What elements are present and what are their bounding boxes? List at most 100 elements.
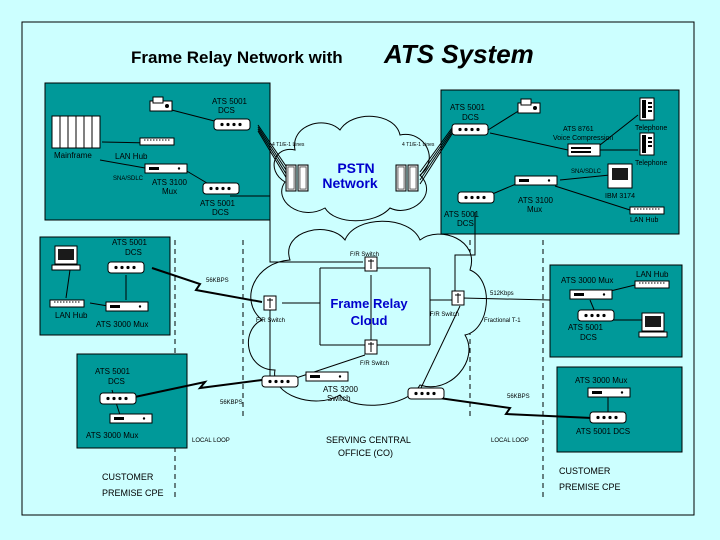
mainframe-icon (51, 115, 101, 149)
mainframe-label: Mainframe (54, 151, 92, 160)
right-dcs-top-label-2: DCS (462, 113, 479, 122)
cpe-left-label-2: PREMISE CPE (102, 488, 164, 498)
left-mid-hub-label: LAN Hub (55, 311, 88, 320)
dcs-top-left-icon (213, 118, 251, 131)
right-low-speed-label: 56KBPS (507, 394, 530, 400)
cpe-right-label-1: CUSTOMER (559, 466, 611, 476)
telephone-1-icon (639, 97, 655, 121)
left-dcs-bottom-label-1: ATS 5001 (200, 199, 236, 208)
fr-switch-bottom-label: F/R Switch (360, 361, 389, 367)
right-mid-mux-label: ATS 3000 Mux (561, 276, 613, 285)
telephone-2-icon (639, 132, 655, 156)
frame-relay-cloud (247, 220, 487, 406)
pstn-label-1: PSTN (337, 160, 374, 176)
right-dcs-bottom-label-1: ATS 5001 (444, 210, 480, 219)
left-dcs-bottom-label-2: DCS (212, 208, 229, 217)
left-low-dcs-label-1: ATS 5001 (95, 367, 131, 376)
local-loop-left-label: LOCAL LOOP (192, 438, 230, 444)
right-mid-speed-label: 512Kbps (490, 291, 514, 297)
fr-switch-left-label: F/R Switch (256, 318, 285, 324)
right-mux-label-1: ATS 3100 (518, 196, 554, 205)
left-mux-label-2: Mux (162, 187, 177, 196)
mux-right-low-icon (587, 387, 631, 398)
lan-hub-left-icon (139, 137, 175, 146)
telephone-1-label: Telephone (635, 125, 667, 132)
fr-switch-top-icon (364, 256, 378, 272)
left-mid-dcs-label-1: ATS 5001 (112, 238, 148, 247)
e1-right-label: 4 T1/E-1 Lines (402, 142, 435, 148)
switch-3200-label-2: Switch (327, 394, 351, 403)
dcs-top-right-icon (451, 123, 489, 136)
dcs-left-mid-icon (107, 261, 145, 274)
voice-label-2: Voice Compression (553, 135, 613, 142)
left-low-speed-label: 56KBPS (220, 400, 243, 406)
ibm-label: IBM 3174 (605, 193, 635, 200)
right-mid-dcs-label-1: ATS 5001 (568, 323, 604, 332)
local-loop-right-label: LOCAL LOOP (491, 438, 529, 444)
cpe-left-label-1: CUSTOMER (102, 472, 154, 482)
ats-3200-switch-icon (305, 371, 349, 382)
dcs-right-low-icon (589, 411, 627, 424)
frame-relay-label-1: Frame Relay (330, 296, 408, 311)
left-mid-speed-label: 56KBPS (206, 278, 229, 284)
fr-switch-top-label: F/R Switch (350, 252, 379, 258)
mux-3100-left-icon (144, 163, 188, 174)
left-lan-hub-label: LAN Hub (115, 152, 148, 161)
left-mid-mux-label: ATS 3000 Mux (96, 320, 148, 329)
right-low-mux-label: ATS 3000 Mux (575, 376, 627, 385)
switch-3200-label-1: ATS 3200 (323, 385, 359, 394)
mux-right-mid-icon (569, 289, 613, 300)
fr-switch-left-icon (263, 295, 277, 311)
mux-3100-right-icon (514, 175, 558, 186)
voice-compression-icon (567, 143, 601, 157)
right-mid-hub-label: LAN Hub (636, 270, 669, 279)
right-lan-hub-label: LAN Hub (630, 217, 659, 224)
fractional-t1-label: Fractional T-1 (484, 318, 521, 324)
dcs-right-mid-icon (577, 309, 615, 322)
right-sna-label: SNA/SDLC (571, 169, 602, 175)
right-mux-label-2: Mux (527, 205, 542, 214)
mux-left-mid-icon (105, 301, 149, 312)
right-dcs-bottom-label-2: DCS (457, 219, 474, 228)
wan-lightning-links (129, 267, 593, 419)
pstn-label-2: Network (322, 175, 377, 191)
ibm-3174-icon (607, 163, 633, 189)
dcs-bottom-right-icon (457, 191, 495, 204)
left-low-mux-label: ATS 3000 Mux (86, 431, 138, 440)
right-dcs-top-label-1: ATS 5001 (450, 103, 486, 112)
fr-switch-right-label: F/R Switch (430, 312, 459, 318)
lan-hub-right-mid-icon (634, 280, 670, 289)
fr-switch-bottom-icon (364, 339, 378, 355)
left-mux-label-1: ATS 3100 (152, 178, 188, 187)
right-low-site (556, 366, 683, 453)
dcs-cloud-left-icon (261, 375, 299, 388)
pc-left-icon (51, 245, 81, 271)
frame-relay-label-2: Cloud (351, 313, 388, 328)
right-mid-dcs-label-2: DCS (580, 333, 597, 342)
left-dcs-top-label-2: DCS (218, 106, 235, 115)
lan-hub-left-mid-icon (49, 299, 85, 308)
left-sna-label: SNA/SDLC (113, 176, 144, 182)
dcs-bottom-left-icon (202, 182, 240, 195)
cpe-right-label-2: PREMISE CPE (559, 482, 621, 492)
lan-hub-right-icon (629, 206, 665, 215)
pstn-cloud (273, 115, 430, 222)
dcs-cloud-right-icon (407, 387, 445, 400)
right-low-dcs-label: ATS 5001 DCS (576, 427, 630, 436)
fr-switch-right-icon (451, 290, 465, 306)
left-dcs-top-label-1: ATS 5001 (212, 97, 248, 106)
dcs-left-low-icon (99, 392, 137, 405)
pc-right-icon (638, 312, 668, 338)
mux-left-low-icon (109, 413, 153, 424)
outer-frame (21, 21, 695, 516)
left-low-dcs-label-2: DCS (108, 377, 125, 386)
diagram-title-brand: ATS System (383, 39, 534, 69)
diagram-title: Frame Relay Network with (131, 48, 343, 67)
co-label-1: SERVING CENTRAL (326, 435, 411, 445)
left-mid-dcs-label-2: DCS (125, 248, 142, 257)
network-links (65, 106, 642, 416)
co-label-2: OFFICE (CO) (338, 448, 393, 458)
left-hq-site (44, 82, 271, 221)
